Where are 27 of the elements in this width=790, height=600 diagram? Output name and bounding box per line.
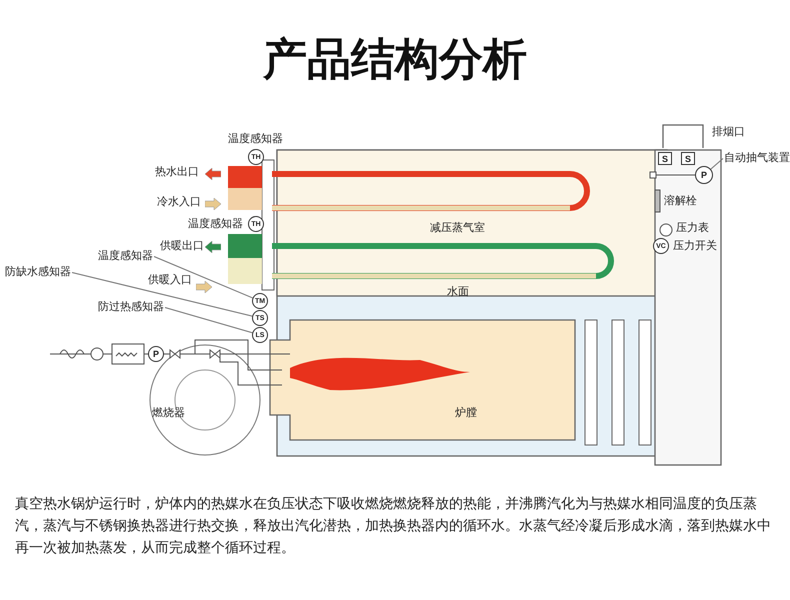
leader-line <box>72 272 253 317</box>
solenoid-valve-symbol: S <box>681 152 695 165</box>
chamber-label: 减压蒸气室 <box>430 222 485 235</box>
page-title: 产品结构分析 <box>262 34 528 86</box>
sensor-label: 温度感知器 <box>98 250 153 263</box>
device-label: 自动抽气装置 <box>724 152 790 165</box>
sensor-label: 防缺水感知器 <box>5 266 71 279</box>
gauge-label: 压力表 <box>676 222 709 235</box>
inlet-label: 冷水入口 <box>157 196 201 209</box>
plug-label: 溶解栓 <box>664 195 697 208</box>
burner-label: 燃烧器 <box>152 407 185 420</box>
sensor-label: 压力开关 <box>673 240 717 253</box>
inlet-label: 供暖入口 <box>148 274 192 287</box>
sensor-label: 温度感知器 <box>228 133 283 146</box>
sensor-label: 温度感知器 <box>188 218 243 231</box>
leader-line <box>164 307 253 334</box>
outlet-label: 供暖出口 <box>160 240 204 253</box>
leader-line <box>710 158 724 170</box>
description-paragraph: 真空热水锅炉运行时，炉体内的热媒水在负压状态下吸收燃烧燃烧释放的热能，并沸腾汽化为与热媒水相同温度的负压蒸汽，蒸汽与不锈钢换热器进行热交换，释放出汽化潜热，加热换热器内的循环水。水蒸气经冷凝后形成水滴，落到热媒水中再一次被加热蒸发，从而完成整个循环过程。 <box>15 494 772 557</box>
leader-line <box>154 256 254 298</box>
sensor-label: 防过热感知器 <box>98 301 164 314</box>
water-level-label: 水面 <box>447 286 469 299</box>
pump-symbol: P <box>148 346 164 362</box>
solenoid-valve-symbol: S <box>658 152 672 165</box>
flue-outlet-label: 排烟口 <box>712 126 745 139</box>
outlet-label: 热水出口 <box>155 166 199 179</box>
furnace-label: 炉膛 <box>455 407 477 420</box>
